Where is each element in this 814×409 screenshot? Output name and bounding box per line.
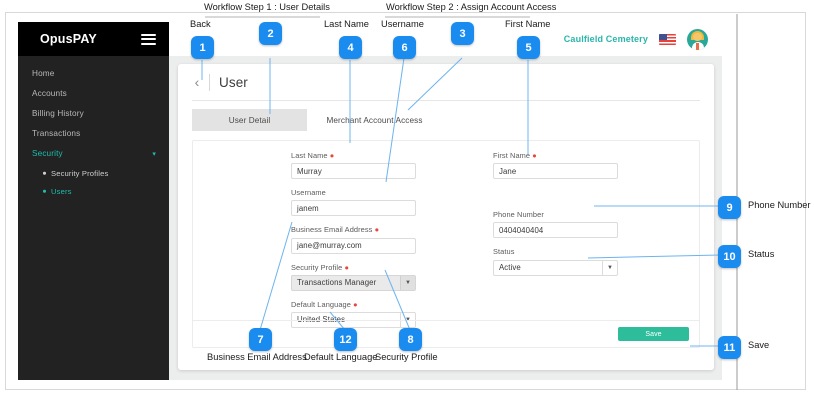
field-username: Username janem: [291, 188, 416, 217]
annotation-header-step1: Workflow Step 1 : User Details: [204, 2, 330, 12]
label-text: Default Language: [291, 299, 351, 309]
field-label: Status: [493, 247, 515, 257]
sidebar-item-accounts[interactable]: Accounts: [18, 83, 169, 103]
field-label: Last Name ●: [291, 151, 416, 160]
form-footer-rule: [193, 320, 699, 321]
username-input[interactable]: janem: [291, 200, 416, 217]
back-chevron-icon[interactable]: ‹: [194, 74, 200, 90]
tab-user-detail[interactable]: User Detail: [192, 109, 307, 131]
user-avatar-icon[interactable]: [687, 28, 708, 50]
field-first-name: First Name ● Jane: [493, 151, 618, 180]
brand-logo: OpusPAY: [40, 32, 97, 46]
field-label: Security Profile ●: [291, 263, 416, 272]
page-header: ‹ User: [178, 64, 714, 100]
user-detail-form: Last Name ● Murray Username janem Busine…: [192, 140, 700, 348]
sidebar-item-users[interactable]: Users: [18, 182, 169, 200]
field-business-email: Business Email Address ● jane@murray.com: [291, 225, 416, 254]
sidebar-subitem-label: Security Profiles: [51, 168, 109, 178]
sidebar-nav: Home Accounts Billing History Transactio…: [18, 56, 169, 200]
field-label: First Name ●: [493, 151, 618, 160]
application-window: OpusPAY Home Accounts Billing History Tr…: [18, 22, 722, 380]
field-label: Business Email Address ●: [291, 225, 416, 234]
tab-bar: User Detail Merchant Account Access: [178, 101, 714, 131]
tab-label: User Detail: [228, 115, 271, 125]
top-bar: Caulfield Cemetery: [169, 22, 722, 56]
annotation-header-step2: Workflow Step 2 : Assign Account Access: [386, 2, 557, 12]
chevron-down-icon: ▼: [602, 260, 617, 275]
page-title: User: [219, 74, 248, 90]
label-text: Business Email Address: [291, 225, 373, 235]
field-label: Username: [291, 188, 326, 198]
required-marker: ●: [532, 151, 537, 160]
field-last-name: Last Name ● Murray: [291, 151, 416, 180]
label-text: Last Name: [291, 151, 328, 160]
header-divider: [209, 73, 210, 91]
required-marker: ●: [344, 262, 350, 272]
last-name-input[interactable]: Murray: [291, 163, 416, 180]
field-security-profile: Security Profile ● Transactions Manager …: [291, 263, 416, 291]
sidebar-brand-bar: OpusPAY: [18, 22, 169, 56]
label-text: Security Profile: [291, 262, 343, 272]
sidebar-item-label: Billing History: [32, 108, 84, 118]
sidebar-item-label: Security: [32, 149, 63, 159]
required-marker: ●: [353, 299, 358, 309]
phone-number-input[interactable]: 0404040404: [493, 222, 618, 239]
form-column-left: Last Name ● Murray Username janem Busine…: [291, 151, 416, 337]
tab-label: Merchant Account Access: [326, 115, 423, 125]
field-label: Phone Number: [493, 210, 544, 220]
field-label: Default Language ●: [291, 300, 416, 309]
required-marker: ●: [374, 225, 380, 235]
hamburger-icon[interactable]: [141, 33, 156, 45]
sidebar-subitem-label: Users: [51, 186, 72, 196]
sidebar-item-security-profiles[interactable]: Security Profiles: [18, 164, 169, 182]
sidebar-item-transactions[interactable]: Transactions: [18, 124, 169, 144]
sidebar-item-label: Transactions: [32, 129, 81, 139]
organization-name: Caulfield Cemetery: [563, 34, 648, 44]
content-card: ‹ User User Detail Merchant Account Acce…: [178, 64, 714, 370]
status-select[interactable]: Active ▼: [493, 259, 618, 276]
first-name-input[interactable]: Jane: [493, 163, 618, 180]
sidebar-item-label: Accounts: [32, 88, 67, 98]
chevron-down-icon: ▼: [400, 275, 415, 290]
chevron-down-icon: ▾: [152, 150, 156, 158]
required-marker: ●: [329, 151, 335, 160]
label-text: First Name: [493, 151, 531, 160]
sidebar-item-label: Home: [32, 68, 55, 78]
sidebar-item-billing-history[interactable]: Billing History: [18, 103, 169, 123]
tab-merchant-account-access[interactable]: Merchant Account Access: [307, 109, 442, 131]
business-email-input[interactable]: jane@murray.com: [291, 237, 416, 254]
us-flag-icon[interactable]: [659, 33, 676, 45]
field-status: Status Active ▼: [493, 247, 618, 276]
sidebar: OpusPAY Home Accounts Billing History Tr…: [18, 22, 169, 380]
field-default-language: Default Language ● United States ▼: [291, 300, 416, 328]
sidebar-item-home[interactable]: Home: [18, 63, 169, 83]
sidebar-item-security[interactable]: Security ▾: [18, 144, 169, 164]
form-column-right: First Name ● Jane Phone Number 040404040…: [493, 151, 618, 285]
select-value: Transactions Manager: [297, 278, 377, 288]
select-value: United States: [297, 315, 346, 325]
save-button[interactable]: Save: [618, 327, 689, 341]
bullet-icon: [43, 171, 46, 175]
security-profile-select[interactable]: Transactions Manager ▼: [291, 274, 416, 291]
field-phone-number: Phone Number 0404040404: [493, 210, 618, 239]
bullet-icon: [43, 189, 46, 193]
select-value: Active: [499, 263, 521, 273]
